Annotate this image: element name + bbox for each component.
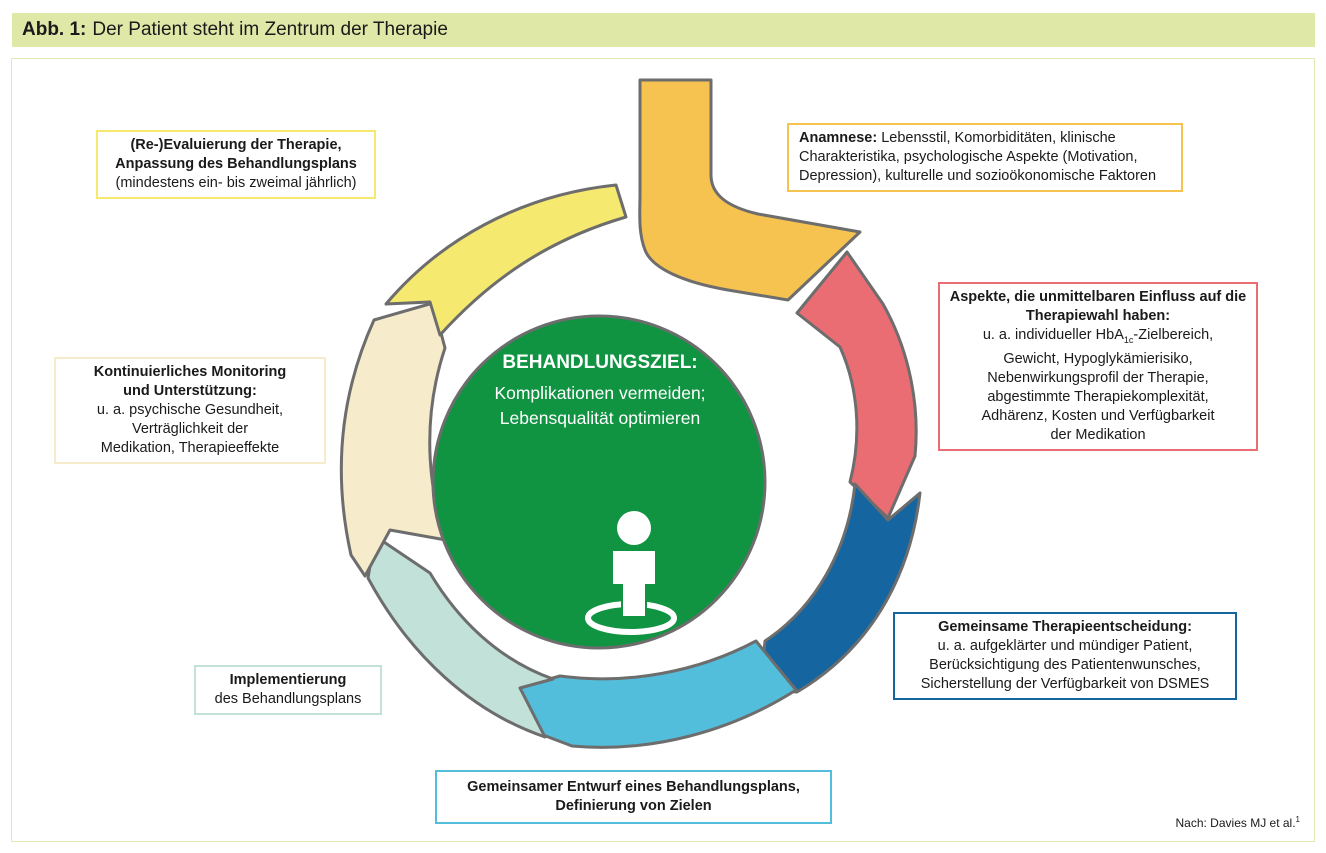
cycle-segment-evaluierung	[384, 183, 628, 337]
figure-title-bar: Abb. 1: Der Patient steht im Zentrum der…	[12, 13, 1315, 47]
figure-number: Abb. 1:	[22, 19, 87, 40]
figure-title: Der Patient steht im Zentrum der Therapi…	[92, 19, 448, 40]
aspekte-box: Aspekte, die unmittelbaren Einfluss auf …	[938, 282, 1258, 451]
person-standing-on-target-icon	[585, 511, 677, 635]
cycle-segment-implementierung	[366, 534, 555, 739]
implementierung-heading: Implementierung	[229, 672, 347, 688]
cycle-segment-aspekte	[795, 250, 918, 520]
monitoring-text: u. a. psychische Gesundheit, Verträglich…	[96, 402, 284, 456]
therapieentscheidung-box: Gemeinsame Therapieentscheidung: u. a. a…	[893, 612, 1237, 700]
anamnese-heading: Anamnese:	[799, 130, 878, 146]
therapieentscheidung-heading: Gemeinsame Therapieentscheidung:	[938, 619, 1192, 635]
evaluierung-box: (Re-)Evaluierung der Therapie, Anpassung…	[96, 130, 376, 199]
monitoring-heading: Kontinuierliches Monitoring und Unterstü…	[93, 364, 287, 399]
implementierung-box: Implementierung des Behandlungsplans	[194, 665, 382, 715]
cycle-segment-monitoring	[339, 301, 448, 578]
hba1c-subscript: 1c	[1123, 334, 1134, 345]
behandlungsplan-entwurf-heading: Gemeinsamer Entwurf eines Behandlungspla…	[467, 779, 800, 814]
treatment-goal-title: BEHANDLUNGSZIEL:	[502, 352, 698, 373]
therapieentscheidung-text: u. a. aufgeklärter und mündiger Patient,…	[920, 638, 1210, 692]
aspekte-heading: Aspekte, die unmittelbaren Einfluss auf …	[949, 289, 1247, 324]
implementierung-text: des Behandlungsplans	[214, 691, 362, 707]
aspekte-text-start: u. a. individueller HbA	[982, 327, 1124, 343]
treatment-goal-circle	[431, 314, 767, 650]
cycle-segment-entwurf	[516, 639, 798, 749]
cycle-segment-entscheidung	[758, 482, 922, 694]
cycle-segment-anamnese	[638, 78, 862, 302]
source-reference: 1	[1295, 815, 1300, 824]
treatment-goal-subtitle: Komplikationen vermeiden; Lebensqualität…	[494, 383, 706, 428]
behandlungsplan-entwurf-box: Gemeinsamer Entwurf eines Behandlungspla…	[435, 770, 832, 824]
anamnese-box: Anamnese: Lebensstil, Komorbiditäten, kl…	[787, 123, 1183, 192]
figure-frame	[11, 58, 1315, 842]
aspekte-text: u. a. individueller HbA1c-Zielbereich, G…	[948, 326, 1248, 445]
anamnese-text: Lebensstil, Komorbiditäten, klinische Ch…	[799, 130, 1157, 184]
aspekte-text-rest: -Zielbereich, Gewicht, Hypoglykämierisik…	[981, 327, 1215, 443]
evaluierung-heading: (Re-)Evaluierung der Therapie, Anpassung…	[115, 137, 357, 172]
monitoring-box: Kontinuierliches Monitoring und Unterstü…	[54, 357, 326, 464]
source-note: Nach: Davies MJ et al.1	[1176, 815, 1301, 830]
source-text: Nach: Davies MJ et al.	[1175, 816, 1296, 830]
evaluierung-text: (mindestens ein- bis zweimal jährlich)	[115, 175, 357, 191]
